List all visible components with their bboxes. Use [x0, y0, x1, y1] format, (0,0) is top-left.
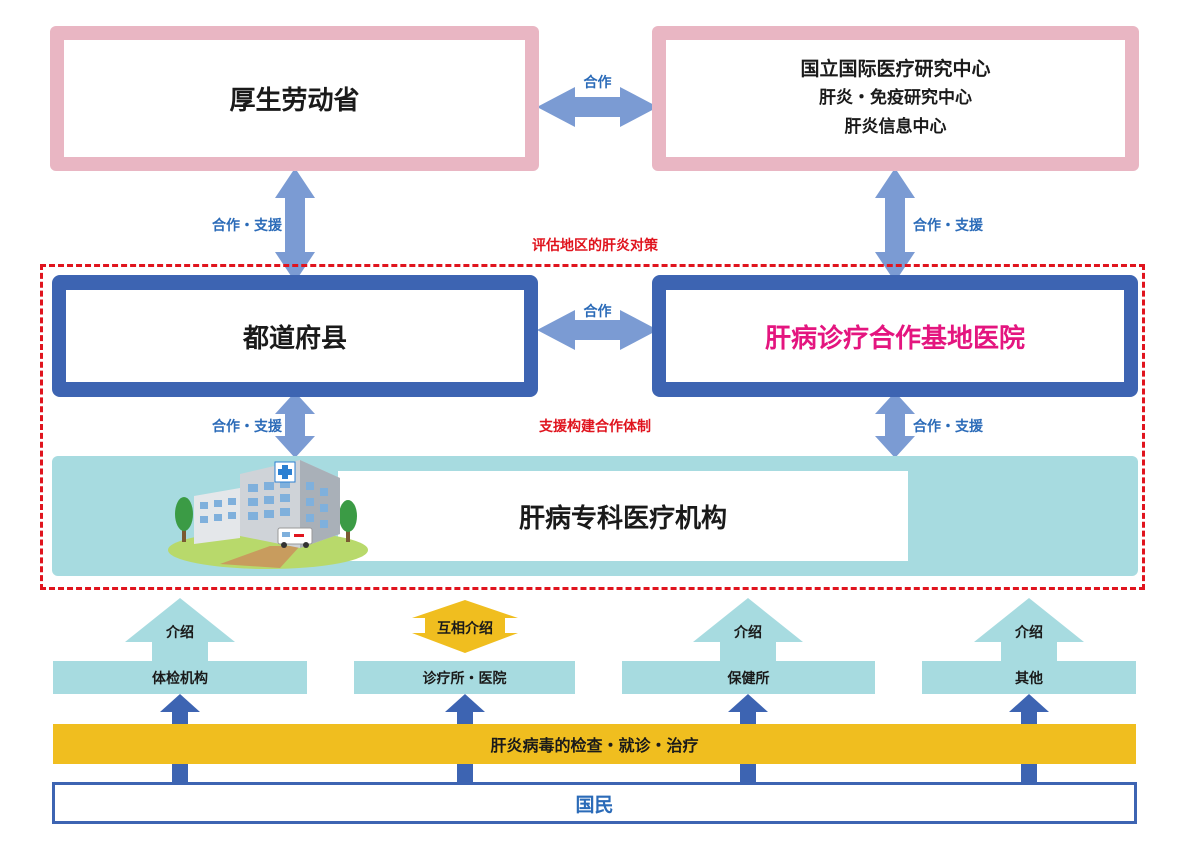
source-box-checkup: 体检机构 [53, 661, 307, 694]
cooperation-label-top: 合作 [583, 75, 612, 91]
evaluate-region-label: 评估地区的肝炎对策 [532, 238, 658, 254]
mutual-referral-arrow [412, 600, 518, 653]
mhlw-box: 厚生劳动省 [64, 40, 525, 157]
source-box-other: 其他 [922, 661, 1136, 694]
source-checkup-label: 体检机构 [152, 670, 208, 687]
base-hospital-frame: 肝病诊疗合作基地医院 [652, 275, 1138, 397]
prefecture-title: 都道府县 [242, 323, 347, 354]
source-other-label: 其他 [1015, 670, 1043, 687]
ncgm-title: 国立国际医疗研究中心 [800, 58, 991, 80]
double-arrow-right-upper [875, 168, 915, 282]
double-arrow-top [537, 87, 658, 127]
ncgm-subtitle-2: 肝炎信息中心 [844, 117, 947, 137]
support-label-left-lower: 合作・支援 [212, 419, 282, 435]
citizens-box: 国民 [52, 782, 1137, 824]
support-label-right-upper: 合作・支援 [913, 218, 983, 234]
source-health-center-label: 保健所 [727, 670, 770, 687]
evaluation-region [40, 264, 1145, 590]
double-arrow-middle [537, 310, 658, 350]
mhlw-title: 厚生劳动省 [229, 86, 360, 116]
citizens-label: 国民 [575, 793, 614, 816]
referral-label-3: 介绍 [734, 625, 762, 641]
ncgm-subtitle-1: 肝炎・免疫研究中心 [819, 88, 972, 108]
cooperation-label-middle: 合作 [583, 304, 612, 320]
screening-bar-label: 肝炎病毒的检查・就诊・治疗 [490, 736, 699, 755]
base-hospital-title: 肝病诊疗合作基地医院 [764, 323, 1025, 354]
mhlw-frame: 厚生劳动省 [50, 26, 539, 171]
ncgm-frame: 国立国际医疗研究中心 肝炎・免疫研究中心 肝炎信息中心 [652, 26, 1139, 171]
mutual-referral-label: 互相介绍 [437, 621, 493, 637]
support-system-label: 支援构建合作体制 [539, 419, 651, 435]
referral-arrow-4 [974, 598, 1084, 662]
referral-label-1: 介绍 [166, 625, 194, 641]
referral-label-4: 介绍 [1015, 625, 1043, 641]
double-arrow-left-upper [275, 168, 315, 282]
referral-arrow-3 [693, 598, 803, 662]
base-hospital-box: 肝病诊疗合作基地医院 [666, 290, 1124, 382]
hospital-illustration [168, 460, 368, 569]
double-arrow-right-lower [875, 392, 915, 458]
prefecture-box: 都道府县 [66, 290, 524, 382]
source-clinic-label: 诊疗所・医院 [422, 670, 507, 687]
double-arrow-left-lower [275, 392, 315, 458]
support-label-left-upper: 合作・支援 [212, 218, 282, 234]
prefecture-frame: 都道府县 [52, 275, 538, 397]
source-box-clinic: 诊疗所・医院 [354, 661, 575, 694]
specialist-box: 肝病专科医疗机构 [338, 471, 908, 561]
support-label-right-lower: 合作・支援 [913, 419, 983, 435]
specialist-title: 肝病专科医疗机构 [518, 503, 727, 534]
referral-arrow-1 [125, 598, 235, 662]
source-box-health-center: 保健所 [622, 661, 875, 694]
screening-bar: 肝炎病毒的检查・就诊・治疗 [53, 724, 1136, 764]
ncgm-box: 国立国际医疗研究中心 肝炎・免疫研究中心 肝炎信息中心 [666, 40, 1125, 157]
